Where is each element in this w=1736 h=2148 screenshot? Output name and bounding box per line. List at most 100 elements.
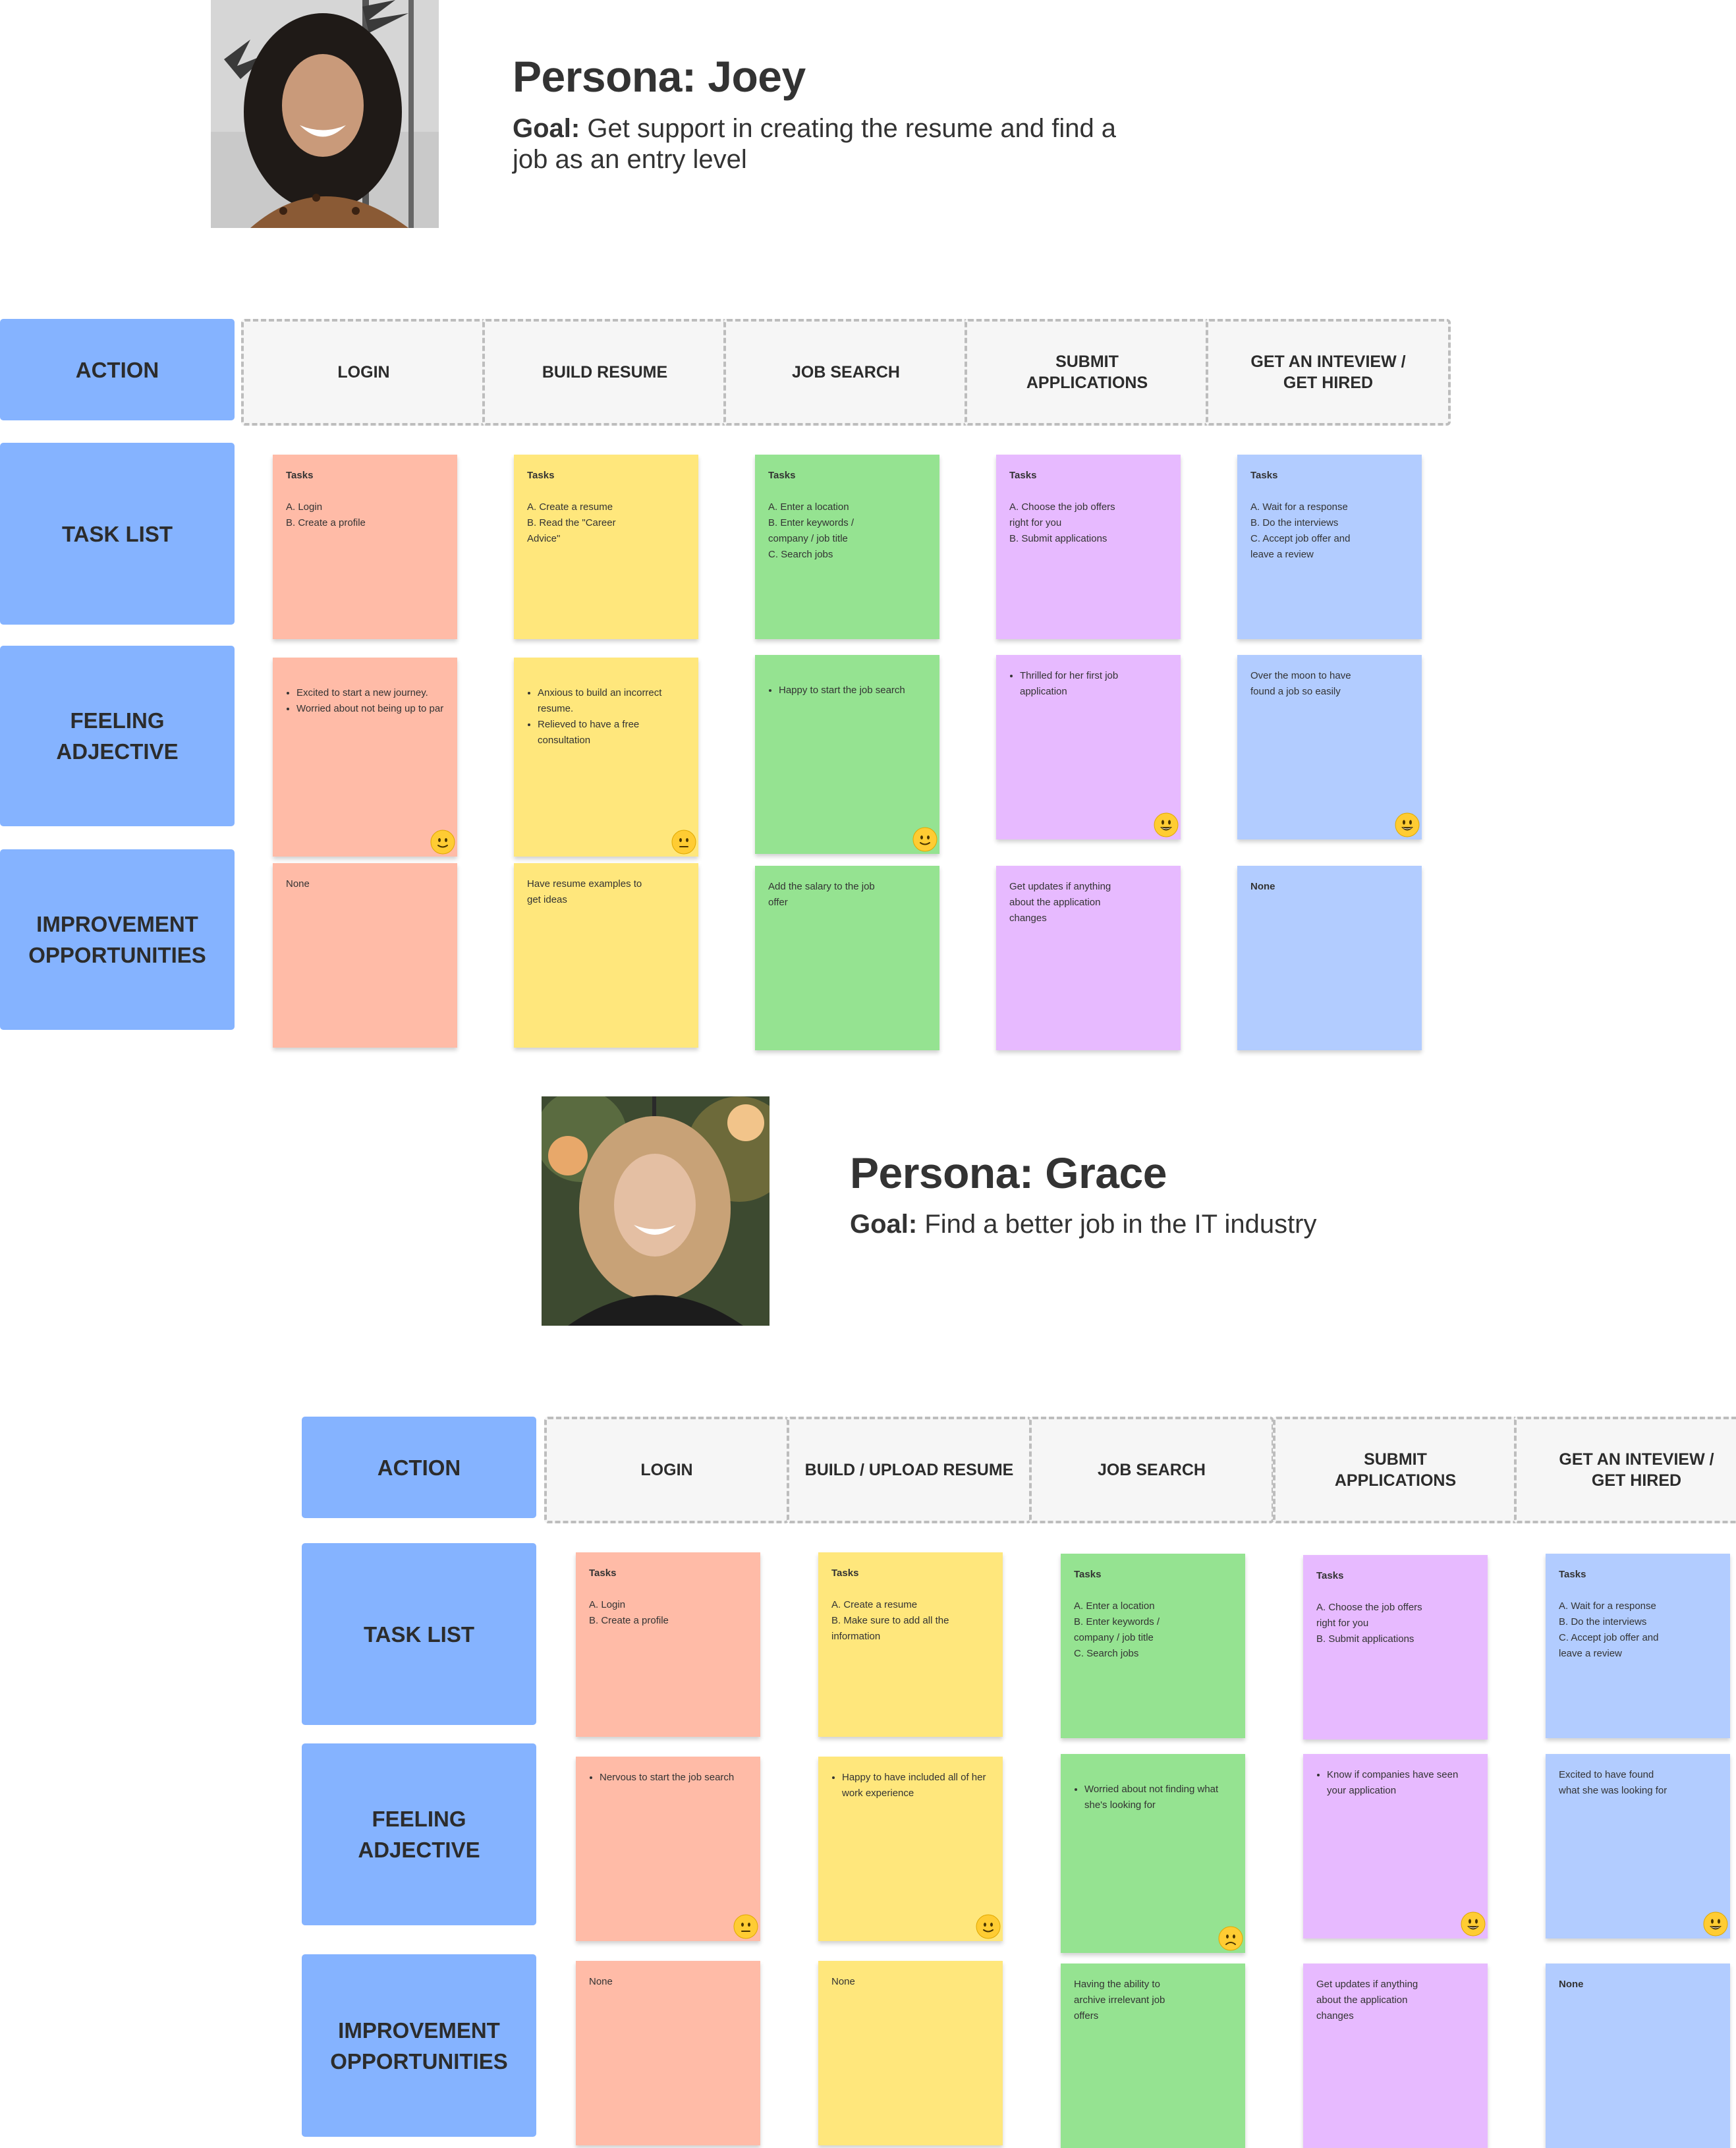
task-note-heading: Tasks bbox=[589, 1568, 617, 1579]
persona-goal: Goal: Get support in creating the resume… bbox=[513, 113, 1145, 175]
grinning-face-icon bbox=[1153, 812, 1179, 838]
feeling-item: Know if companies have seen your applica… bbox=[1327, 1767, 1474, 1799]
row-label-feeling: FEELING ADJECTIVE bbox=[302, 1743, 536, 1925]
task-note-heading: Tasks bbox=[1316, 1570, 1344, 1581]
feeling-list: Worried about not finding what she's loo… bbox=[1074, 1782, 1232, 1813]
improvement-text: Have resume examples to get ideas bbox=[527, 878, 642, 905]
improvement-note: Get updates if anything about the applic… bbox=[996, 866, 1181, 1050]
task-note-text: A. Enter a location B. Enter keywords / … bbox=[1074, 1600, 1160, 1659]
task-note-heading: Tasks bbox=[831, 1568, 859, 1579]
feeling-note: Worried about not finding what she's loo… bbox=[1061, 1754, 1245, 1953]
feeling-text: Over the moon to have found a job so eas… bbox=[1250, 670, 1351, 697]
task-note-text: A. Login B. Create a profile bbox=[589, 1599, 669, 1626]
feeling-item: Worried about not being up to par bbox=[296, 701, 444, 717]
row-label-feeling: FEELING ADJECTIVE bbox=[0, 646, 235, 826]
persona-goal: Goal: Find a better job in the IT indust… bbox=[850, 1209, 1640, 1240]
slight-smile-icon bbox=[912, 826, 938, 853]
improvement-text: None bbox=[1559, 1979, 1584, 1990]
step-get-hired: GET AN INTEVIEW / GET HIRED bbox=[1206, 319, 1451, 426]
feeling-note: Excited to have found what she was looki… bbox=[1546, 1754, 1730, 1938]
neutral-face-icon bbox=[671, 829, 697, 855]
improvement-text: Get updates if anything about the applic… bbox=[1316, 1979, 1418, 2021]
improvement-text: Add the salary to the job offer bbox=[768, 881, 875, 908]
task-note-text: A. Login B. Create a profile bbox=[286, 501, 366, 528]
task-note-text: A. Create a resume B. Make sure to add a… bbox=[831, 1599, 949, 1642]
improvement-note: None bbox=[818, 1961, 1003, 2145]
step-job-search: JOB SEARCH bbox=[1029, 1417, 1274, 1523]
grinning-face-icon bbox=[1460, 1911, 1486, 1937]
goal-label: Goal: bbox=[850, 1210, 918, 1239]
step-build-resume: BUILD RESUME bbox=[482, 319, 727, 426]
feeling-text: Excited to have found what she was looki… bbox=[1559, 1769, 1667, 1796]
persona-photo-grace bbox=[542, 1096, 770, 1326]
grinning-face-icon bbox=[1394, 812, 1420, 838]
improvement-note: Have resume examples to get ideas bbox=[514, 863, 698, 1048]
slight-smile-icon bbox=[975, 1913, 1001, 1940]
improvement-note: Get updates if anything about the applic… bbox=[1303, 1964, 1488, 2148]
feeling-list: Excited to start a new journey. Worried … bbox=[286, 685, 444, 717]
persona-photo-joey bbox=[211, 0, 439, 228]
slight-smile-icon bbox=[430, 829, 456, 855]
task-note-heading: Tasks bbox=[527, 470, 555, 481]
task-note: Tasks A. Enter a location B. Enter keywo… bbox=[1061, 1554, 1245, 1738]
task-note: Tasks A. Create a resume B. Make sure to… bbox=[818, 1552, 1003, 1737]
feeling-item: Excited to start a new journey. bbox=[296, 685, 444, 701]
feeling-note: Know if companies have seen your applica… bbox=[1303, 1754, 1488, 1938]
goal-label: Goal: bbox=[513, 114, 580, 143]
improvement-text: None bbox=[589, 1976, 613, 1987]
feeling-list: Thrilled for her first job application bbox=[1009, 668, 1167, 700]
feeling-note: Nervous to start the job search bbox=[576, 1757, 760, 1941]
improvement-text: None bbox=[286, 878, 310, 890]
task-note: Tasks A. Login B. Create a profile bbox=[273, 455, 457, 639]
improvement-note: Add the salary to the job offer bbox=[755, 866, 939, 1050]
feeling-note: Happy to start the job search bbox=[755, 655, 939, 854]
improvement-note: Having the ability to archive irrelevant… bbox=[1061, 1964, 1245, 2148]
frowning-face-icon bbox=[1218, 1925, 1244, 1952]
improvement-note: None bbox=[273, 863, 457, 1048]
row-label-task-list: TASK LIST bbox=[302, 1543, 536, 1725]
task-note: Tasks A. Login B. Create a profile bbox=[576, 1552, 760, 1737]
row-label-improvement: IMPROVEMENT OPPORTUNITIES bbox=[302, 1954, 536, 2137]
task-note: Tasks A. Enter a location B. Enter keywo… bbox=[755, 455, 939, 639]
feeling-list: Know if companies have seen your applica… bbox=[1316, 1767, 1474, 1799]
task-note-text: A. Wait for a response B. Do the intervi… bbox=[1559, 1600, 1659, 1659]
feeling-list: Happy to start the job search bbox=[768, 683, 926, 698]
persona-title: Persona: Joey bbox=[513, 52, 806, 101]
improvement-note: None bbox=[1546, 1964, 1730, 2148]
feeling-note: Excited to start a new journey. Worried … bbox=[273, 658, 457, 857]
feeling-note: Anxious to build an incorrect resume. Re… bbox=[514, 658, 698, 857]
task-note-text: A. Enter a location B. Enter keywords / … bbox=[768, 501, 854, 560]
task-note: Tasks A. Choose the job offers right for… bbox=[996, 455, 1181, 639]
feeling-note: Happy to have included all of her work e… bbox=[818, 1757, 1003, 1941]
step-job-search: JOB SEARCH bbox=[723, 319, 968, 426]
improvement-text: Get updates if anything about the applic… bbox=[1009, 881, 1111, 924]
feeling-item: Happy to start the job search bbox=[779, 683, 926, 698]
neutral-face-icon bbox=[733, 1913, 759, 1940]
feeling-item: Happy to have included all of her work e… bbox=[842, 1770, 990, 1801]
row-label-improvement: IMPROVEMENT OPPORTUNITIES bbox=[0, 849, 235, 1030]
task-note: Tasks A. Wait for a response B. Do the i… bbox=[1546, 1554, 1730, 1738]
goal-text: Get support in creating the resume and f… bbox=[513, 114, 1117, 174]
improvement-note: None bbox=[576, 1961, 760, 2145]
feeling-item: Worried about not finding what she's loo… bbox=[1084, 1782, 1232, 1813]
step-submit-applications: SUBMIT APPLICATIONS bbox=[1273, 1417, 1518, 1523]
task-note-heading: Tasks bbox=[768, 470, 796, 481]
task-note-text: A. Choose the job offers right for you B… bbox=[1009, 501, 1115, 544]
task-note-heading: Tasks bbox=[1559, 1569, 1586, 1580]
task-note: Tasks A. Create a resume B. Read the "Ca… bbox=[514, 455, 698, 639]
feeling-list: Happy to have included all of her work e… bbox=[831, 1770, 990, 1801]
step-get-hired: GET AN INTEVIEW / GET HIRED bbox=[1514, 1417, 1736, 1523]
step-login: LOGIN bbox=[544, 1417, 789, 1523]
step-login: LOGIN bbox=[241, 319, 486, 426]
goal-text: Find a better job in the IT industry bbox=[924, 1210, 1317, 1239]
improvement-text: None bbox=[831, 1976, 855, 1987]
row-label-action: ACTION bbox=[302, 1417, 536, 1518]
task-note-heading: Tasks bbox=[286, 470, 314, 481]
feeling-note: Over the moon to have found a job so eas… bbox=[1237, 655, 1422, 839]
feeling-item: Nervous to start the job search bbox=[600, 1770, 747, 1786]
step-submit-applications: SUBMIT APPLICATIONS bbox=[965, 319, 1210, 426]
feeling-list: Anxious to build an incorrect resume. Re… bbox=[527, 685, 685, 749]
step-build-upload-resume: BUILD / UPLOAD RESUME bbox=[787, 1417, 1032, 1523]
improvement-note: None bbox=[1237, 866, 1422, 1050]
grinning-face-icon bbox=[1702, 1911, 1729, 1937]
